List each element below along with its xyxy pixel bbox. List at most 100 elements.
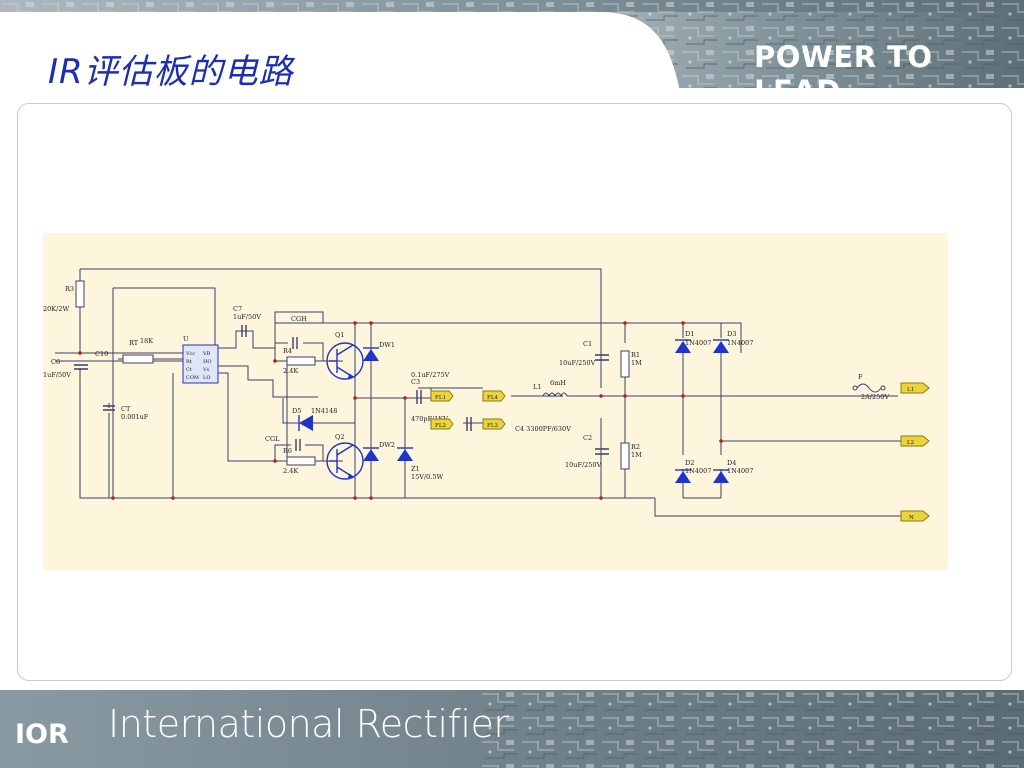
z1-label: Z1	[411, 465, 420, 473]
ic-pin-ho: HO	[203, 359, 211, 365]
footer-background	[0, 690, 1024, 768]
ic-pin-vb: VB	[202, 351, 211, 357]
capacitor-c7	[241, 325, 247, 337]
slide-title: IR评估板的电路	[48, 52, 294, 92]
terminal-fl3: FL3	[482, 418, 506, 430]
l2-terminal-label: L2	[907, 440, 914, 446]
c3-value: 0.1uF/275V	[411, 371, 450, 379]
d3-value: 1N4007	[727, 339, 753, 347]
inductor-l1	[542, 392, 568, 398]
capacitor-c1	[595, 354, 609, 361]
c5-value: 470pF/1KV	[411, 415, 448, 423]
ic-pin-com: COM	[186, 375, 199, 381]
company-logo: IOR	[15, 716, 95, 755]
terminal-fl2: FL2	[430, 418, 454, 430]
fuse-f	[852, 383, 886, 393]
terminal-fl1: FL1	[430, 390, 454, 402]
u-label: U	[183, 335, 189, 343]
l1-terminal-label: L1	[907, 387, 914, 393]
r3-label: R3	[65, 285, 74, 293]
c4-value: C4 3300PF/630V	[515, 425, 571, 433]
r6-value: 2.4K	[283, 467, 298, 475]
c1-value: 10uF/250V	[559, 359, 596, 367]
resistor-r6	[286, 456, 316, 466]
r4-value: 2.4K	[283, 367, 298, 375]
q1-label: Q1	[335, 331, 344, 339]
d1-label: D1	[685, 330, 694, 338]
diode-d5	[298, 415, 313, 431]
junction-dots	[78, 321, 723, 500]
diode-d1	[675, 339, 691, 353]
d2-value: 1N4007	[685, 467, 711, 475]
c2-label: C2	[583, 434, 592, 442]
dw2-label: DW2	[379, 441, 395, 449]
ic-pin-vcc: Vcc	[185, 351, 195, 357]
terminal-l2: L2	[900, 435, 930, 447]
resistor-r3	[75, 280, 85, 308]
r1-value: 1M	[631, 359, 642, 367]
cgh-label: CGH	[291, 315, 307, 323]
terminal-n: N	[900, 510, 930, 522]
logo-text: IOR	[15, 719, 69, 750]
ct-value: 0.001uF	[121, 413, 149, 421]
z1-value: 15V/0.5W	[411, 473, 443, 481]
d5-label: D5	[292, 407, 301, 415]
diode-dw2	[363, 447, 379, 461]
slide-header: IR评估板的电路 POWER TO LEAD	[0, 0, 1024, 92]
capacitor-cgl	[295, 439, 301, 451]
terminal-l1: L1	[900, 382, 930, 394]
diode-d4	[713, 469, 729, 483]
c2-value: 10uF/250V	[565, 461, 602, 469]
n-terminal-label: N	[909, 515, 914, 521]
c10-label: C10	[95, 350, 108, 358]
rt-label: RT	[129, 339, 139, 347]
ic-u	[182, 344, 219, 384]
c3-label: C3	[411, 378, 420, 386]
d2-label: D2	[685, 459, 694, 467]
fl4-label: FL4	[487, 395, 498, 401]
l1-label: L1	[533, 383, 541, 391]
d5-value: 1N4148	[311, 407, 337, 415]
dw1-label: DW1	[379, 341, 395, 349]
rt-value: 18K	[140, 337, 153, 345]
diode-d3	[713, 339, 729, 353]
ic-pin-rt: Rt	[186, 359, 192, 365]
cgl-label: CGL	[265, 435, 280, 443]
capacitor-ct	[103, 405, 115, 411]
wires	[55, 268, 903, 517]
d1-value: 1N4007	[685, 339, 711, 347]
r6-label: R6	[283, 447, 292, 455]
c1-label: C1	[583, 340, 592, 348]
header-background	[0, 0, 1024, 92]
zener-z1	[397, 447, 413, 461]
fl3-label: FL3	[487, 423, 498, 429]
l1-value: 6mH	[550, 379, 566, 387]
circuit-schematic: R3 20K/2W C6 1uF/50V C10 RT 18K CT 0.001…	[43, 233, 948, 570]
ic-pin-lo: LO	[203, 375, 210, 381]
company-name: International Rectifier	[108, 702, 509, 746]
fuse-label: F	[858, 373, 863, 381]
ic-pin-ct: Ct	[186, 367, 192, 373]
capacitor-c5	[466, 417, 472, 431]
diode-d2	[675, 469, 691, 483]
fuse-value: 2A/250V	[861, 393, 889, 401]
r2-value: 1M	[631, 451, 642, 459]
c6-label: C6	[51, 358, 60, 366]
q2-label: Q2	[335, 433, 344, 441]
ct-label: CT	[121, 405, 131, 413]
resistor-r2	[620, 442, 630, 470]
diode-dw1	[363, 347, 379, 361]
r1-label: R1	[631, 351, 640, 359]
r4-label: R4	[283, 347, 292, 355]
tagline: POWER TO LEAD	[754, 40, 933, 92]
fl2-label: FL2	[435, 423, 446, 429]
d4-value: 1N4007	[727, 467, 753, 475]
terminal-fl4: FL4	[482, 390, 506, 402]
capacitor-cgh	[292, 337, 298, 349]
r3-value: 20K/2W	[43, 305, 69, 313]
c6-value: 1uF/50V	[43, 371, 71, 379]
ic-pin-vs: Vs	[202, 367, 210, 373]
resistor-rt	[122, 354, 154, 364]
slide-footer	[0, 690, 1024, 768]
r2-label: R2	[631, 443, 640, 451]
